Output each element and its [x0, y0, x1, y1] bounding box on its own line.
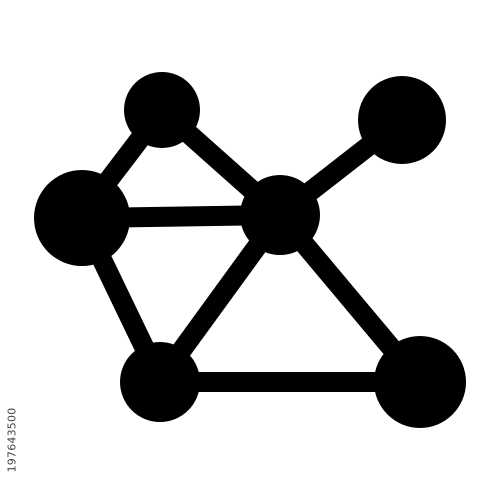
node-bottom-left [120, 342, 200, 422]
node-bottom-right [374, 336, 466, 428]
node-center [240, 175, 320, 255]
node-left [34, 170, 130, 266]
node-top-right [358, 76, 446, 164]
node-top [124, 72, 200, 148]
